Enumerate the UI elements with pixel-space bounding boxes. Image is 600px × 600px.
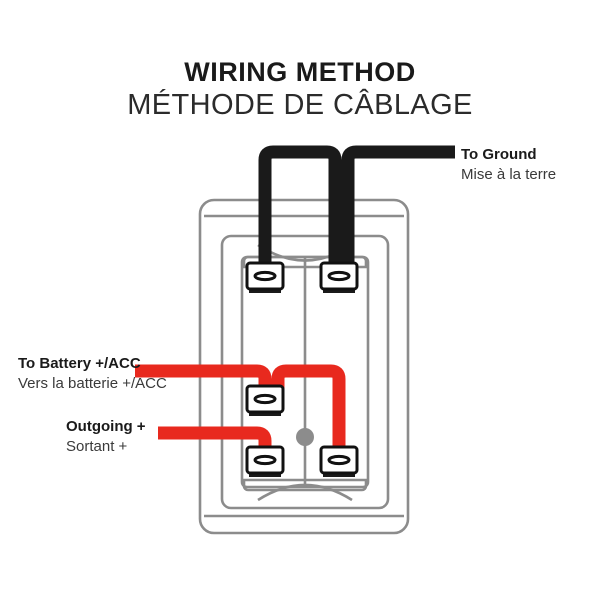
terminal-bottom-left <box>245 445 285 477</box>
battery-wire-to-mid-left <box>135 364 272 396</box>
terminal-mid-left <box>245 384 285 416</box>
ground-wire-group <box>258 145 455 272</box>
terminal-bottom-right <box>319 445 359 477</box>
terminal-top-left <box>245 261 285 293</box>
terminal-slot <box>253 454 277 466</box>
ground-wire-to-label <box>341 145 455 272</box>
ground-wire-bridge <box>258 145 342 272</box>
terminal-slot <box>253 270 277 282</box>
outgoing-wire-group <box>158 426 272 456</box>
battery-wire-group <box>135 364 346 456</box>
terminal-slot <box>327 454 351 466</box>
rocker-cap-top <box>242 255 368 269</box>
rocker-cap-bottom <box>242 478 368 492</box>
outgoing-wire-to-bottom-left <box>158 426 272 456</box>
battery-wire-to-bottom-right <box>271 364 346 456</box>
rocker-pivot-dot <box>296 428 314 446</box>
rocker-fan-bottom <box>257 483 353 502</box>
terminal-slot <box>327 270 351 282</box>
terminal-top-right <box>319 261 359 293</box>
terminal-slot <box>253 393 277 405</box>
